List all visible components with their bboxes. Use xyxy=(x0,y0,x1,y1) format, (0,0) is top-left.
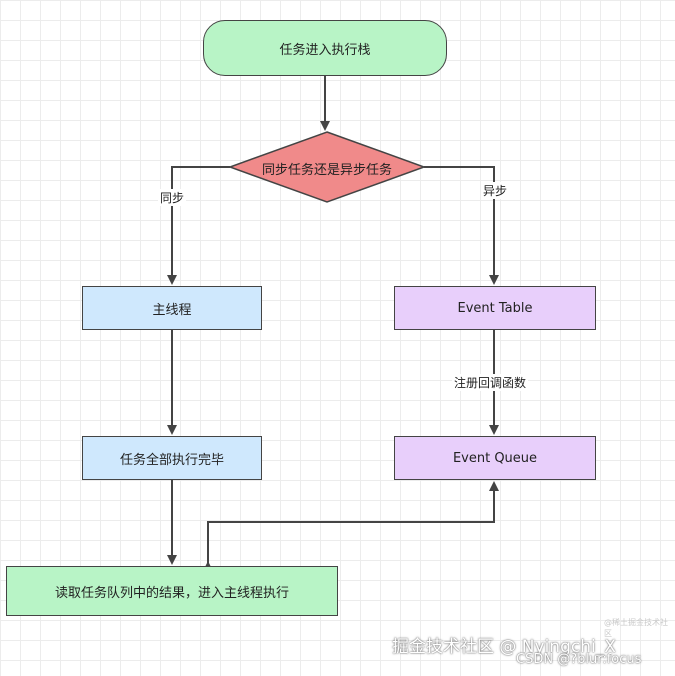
read-result-node: 读取任务队列中的结果，进入主线程执行 xyxy=(6,566,338,616)
edge-label-register: 注册回调函数 xyxy=(452,374,529,391)
start-node: 任务进入执行栈 xyxy=(203,20,447,76)
edge-label-sync: 同步 xyxy=(158,189,187,206)
read-result-label: 读取任务队列中的结果，进入主线程执行 xyxy=(54,585,289,601)
watermark-csdn: CSDN @?blur:focus xyxy=(516,652,642,667)
all-done-node: 任务全部执行完毕 xyxy=(82,436,262,480)
edge-decision-to-main-thread xyxy=(167,166,230,285)
watermark-main: 掘金技术社区 @ Nyingchi_X xyxy=(392,637,616,657)
start-node-label: 任务进入执行栈 xyxy=(279,42,371,58)
event-table-node: Event Table xyxy=(394,286,596,330)
edge-decision-to-event-table xyxy=(424,166,499,285)
all-done-label: 任务全部执行完毕 xyxy=(119,452,224,468)
main-thread-node: 主线程 xyxy=(82,286,262,330)
decision-diamond xyxy=(227,131,427,203)
event-queue-label: Event Queue xyxy=(452,450,538,466)
main-thread-label: 主线程 xyxy=(152,302,192,318)
event-queue-node: Event Queue xyxy=(394,436,596,480)
edge-label-async: 异步 xyxy=(481,182,510,199)
watermark-small: @稀土掘金技术社区 xyxy=(604,618,668,638)
event-table-label: Event Table xyxy=(457,300,533,316)
decision-node-label: 同步任务还是异步任务 xyxy=(261,162,392,178)
edge-read-result-event-queue-loop xyxy=(203,481,499,571)
